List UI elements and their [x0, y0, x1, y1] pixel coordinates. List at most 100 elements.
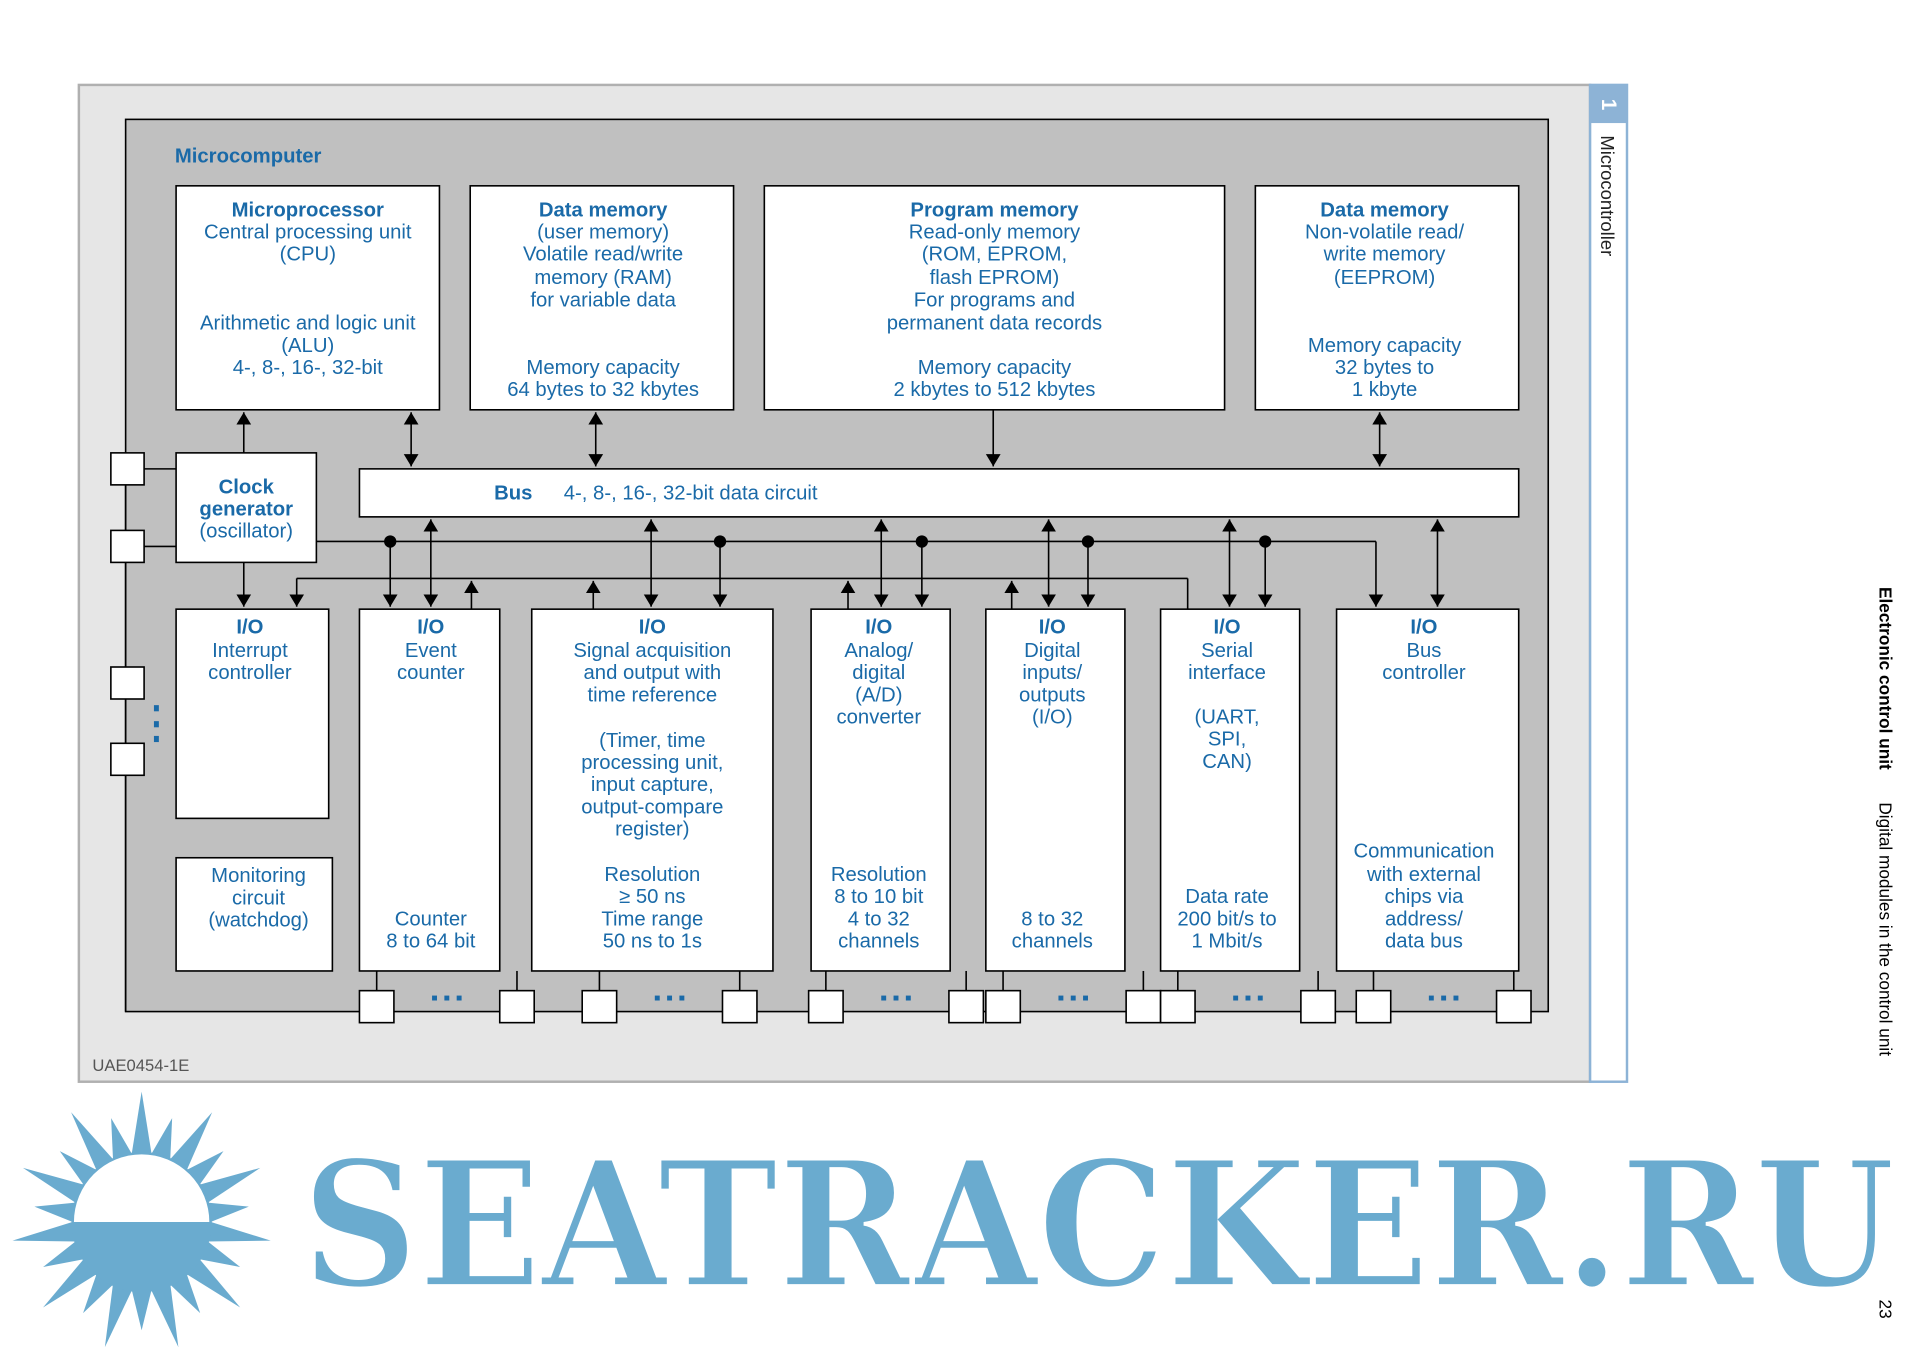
watchdog-text-line: circuit — [232, 887, 285, 909]
ellipsis-dot — [153, 735, 159, 743]
ram-box — [469, 185, 735, 411]
signal-text-line: output-compare — [581, 796, 723, 818]
watchdog-text-line: (watchdog) — [208, 910, 308, 932]
digital-text-line: 8 to 32 — [1021, 908, 1083, 930]
port-pin — [1495, 989, 1532, 1024]
clock-text-line: Clock — [219, 476, 275, 498]
cpu-box — [175, 185, 441, 411]
port-pin — [721, 989, 758, 1024]
digital-text-line: Digital — [1024, 640, 1080, 662]
buscontroller-text-line: I/O — [1410, 617, 1437, 639]
adc-block: I/OAnalog/digital(A/D)converterResolutio… — [810, 608, 951, 972]
rom-text-line: (ROM, EPROM, — [922, 244, 1067, 266]
port-pin — [948, 989, 985, 1024]
serial-text-line: Data rate — [1185, 886, 1268, 908]
buscontroller-text-line: with external — [1366, 864, 1481, 886]
port-pin — [581, 989, 618, 1024]
bus-box — [358, 468, 1520, 518]
ellipsis-dot — [667, 995, 673, 1001]
watchdog-text-line: Monitoring — [211, 865, 306, 887]
digital-text-line: I/O — [1039, 617, 1066, 639]
ellipsis-dot — [1233, 995, 1239, 1001]
ellipsis-dot — [1070, 995, 1076, 1001]
ellipsis-dot — [1083, 995, 1088, 1001]
event-text-line: Event — [405, 640, 457, 662]
rom-text-line: For programs and — [914, 289, 1075, 311]
signal-text-line: 50 ns to 1s — [603, 930, 702, 952]
buscontroller-text-line: Bus — [1406, 640, 1441, 662]
sun-ray-icon — [198, 1167, 261, 1204]
serial-text-line: I/O — [1214, 617, 1241, 639]
adc-text-line: digital — [852, 662, 905, 684]
eeprom-text-line: Memory capacity — [1308, 335, 1462, 357]
sun-ray-icon — [43, 1258, 98, 1308]
signal-text-line: time reference — [587, 684, 717, 706]
rom-box — [763, 185, 1226, 411]
ellipsis-dot — [679, 995, 685, 1001]
bus-description: 4-, 8-, 16-, 32-bit data circuit — [564, 482, 818, 504]
ellipsis-dot — [905, 995, 911, 1001]
ellipsis-dot — [432, 995, 437, 1001]
digital-box — [985, 608, 1126, 972]
ellipsis-dot — [456, 995, 462, 1001]
ellipsis-dot — [444, 995, 450, 1001]
buscontroller-text-line: controller — [1382, 662, 1466, 684]
sun-ray-icon — [34, 1202, 77, 1223]
side-tab-number: 1 — [1597, 99, 1620, 111]
ram-text-line: Data memory — [539, 199, 668, 221]
rom-text-line: flash EPROM) — [930, 267, 1060, 289]
cpu-text-line: (CPU) — [280, 244, 336, 266]
signal-text-line: ≥ 50 ns — [619, 886, 685, 908]
serial-text-line: interface — [1188, 662, 1266, 684]
eeprom-text-line: 1 kbyte — [1352, 379, 1417, 401]
interrupt-text-line: controller — [208, 662, 292, 684]
sun-ray-icon — [169, 1112, 213, 1172]
signal-lines — [110, 409, 1532, 1024]
ellipsis-dot — [1453, 995, 1459, 1001]
cpu-text-line: Arithmetic and logic unit — [200, 313, 416, 335]
watermark-sun-logo — [12, 1091, 271, 1348]
port-pin — [1300, 989, 1337, 1024]
cpu-text-line: Central processing unit — [204, 222, 412, 244]
port-pin — [110, 742, 145, 777]
eeprom-box — [1254, 185, 1520, 411]
serial-text-line: 200 bit/s to — [1177, 908, 1276, 930]
port-pin — [110, 666, 145, 700]
adc-text-line: 4 to 32 — [848, 908, 910, 930]
eeprom-text-line: 32 bytes to — [1335, 357, 1434, 379]
port-pin — [110, 529, 145, 564]
sun-ray-icon — [71, 1112, 114, 1172]
interrupt-text-line: I/O — [236, 617, 263, 639]
ellipsis-dot — [881, 995, 887, 1001]
port-pin — [1355, 989, 1392, 1024]
sun-ray-icon — [169, 1272, 201, 1314]
ram-text-line: for variable data — [530, 289, 676, 311]
serial-text-line: 1 Mbit/s — [1192, 930, 1263, 952]
ellipsis-dot — [153, 705, 159, 712]
sun-ray-icon — [198, 1240, 241, 1268]
port-pin — [358, 989, 395, 1024]
adc-text-line: 8 to 10 bit — [834, 886, 924, 908]
port-pin — [498, 989, 536, 1024]
sun-ray-icon — [22, 1167, 85, 1204]
ellipsis-dot — [1245, 995, 1251, 1001]
buscontroller-text-line: chips via — [1384, 886, 1464, 908]
clock-text-line: (oscillator) — [199, 521, 293, 543]
digital-text-line: outputs — [1019, 684, 1086, 706]
ellipsis-dot — [153, 721, 159, 728]
eeprom-text-line: write memory — [1323, 244, 1447, 266]
eeprom-text-line: Non-volatile read/ — [1305, 222, 1464, 244]
adc-text-line: channels — [838, 930, 919, 952]
port-pin — [985, 989, 1022, 1024]
ellipsis-dot — [1441, 995, 1447, 1001]
ellipsis-dot — [1257, 995, 1263, 1001]
